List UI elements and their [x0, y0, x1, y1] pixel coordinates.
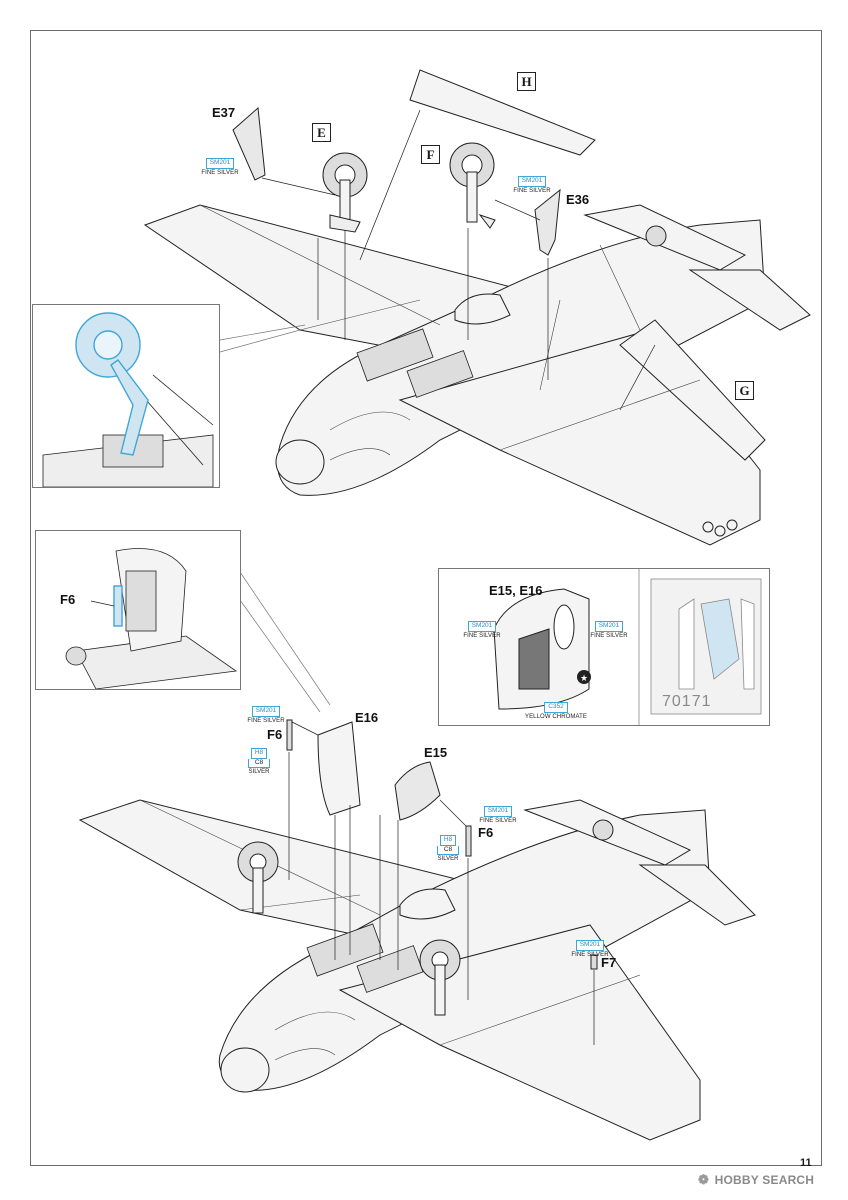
top-gear-e-left	[322, 152, 368, 233]
mask-sheet	[650, 578, 762, 715]
paint-name: FINE SILVER	[201, 169, 239, 176]
flap-part-g	[619, 319, 766, 461]
paint-callout-e36: SM201 FINE SILVER	[510, 170, 554, 194]
part-label-f6-right: F6	[478, 825, 494, 840]
paint-name: FINE SILVER	[463, 632, 501, 639]
mask-code: 70171	[662, 693, 712, 710]
svg-text:★: ★	[580, 674, 588, 684]
watermark-text: HOBBY SEARCH	[714, 1173, 815, 1187]
paint-code: SM201	[594, 621, 624, 632]
top-fuselage	[277, 219, 766, 496]
paint-callout-inset-left: SM201 FINE SILVER	[460, 615, 504, 639]
bottom-gear-left	[237, 841, 279, 914]
bottom-nose-intake	[220, 1047, 270, 1093]
paint-name-silver: SILVER	[248, 769, 270, 775]
gear-door-e36	[534, 188, 561, 256]
paint-name: FINE SILVER	[590, 632, 628, 639]
bottom-tail-wheel	[592, 819, 614, 841]
inset-strut-drawing	[65, 548, 238, 690]
part-label-e37: E37	[212, 105, 236, 120]
paint-callout-inset-right: SM201 FINE SILVER	[587, 615, 631, 639]
paint-code: SM201	[205, 158, 235, 169]
paint-callout-h8-right: H8 C8 SILVER	[437, 835, 459, 862]
inset-door-painting: ★	[438, 568, 770, 726]
part-label-f6-inset: F6	[60, 592, 76, 607]
inset-door-drawing: ★	[493, 569, 762, 725]
part-label-f7: F7	[601, 955, 617, 970]
paint-callout-e15: SM201 FINE SILVER	[476, 800, 520, 824]
watermark: ❁ HOBBY SEARCH	[698, 1172, 814, 1188]
paint-name: FINE SILVER	[513, 187, 551, 194]
bottom-gear-right	[419, 939, 461, 1016]
flap-part-h	[409, 69, 596, 156]
paint-name: FINE SILVER	[247, 717, 285, 724]
bottom-tailplane-lower	[638, 864, 756, 926]
paint-callout-c352: C352 YELLOW CHROMATE	[518, 696, 594, 720]
paint-code: SM201	[467, 621, 497, 632]
paint-callout-h8-left: H8 C8 SILVER	[248, 748, 270, 775]
paint-name: YELLOW CHROMATE	[524, 713, 588, 720]
strut-f6-right	[465, 825, 472, 857]
paint-callout-e37: SM201 FINE SILVER	[198, 152, 242, 176]
inset-gear-closeup-top	[32, 304, 220, 488]
part-label-e16: E16	[355, 710, 379, 725]
inset-strut-closeup	[35, 530, 241, 690]
paint-code-h8: H8	[439, 835, 457, 846]
sprue-box-e: E	[312, 123, 331, 142]
paint-code: SM201	[483, 806, 513, 817]
gear-door-e16	[317, 721, 361, 816]
paint-code: SM201	[251, 706, 281, 717]
paint-code: SM201	[517, 176, 547, 187]
inset-gear-drawing	[42, 312, 214, 488]
sprue-box-h: H	[517, 72, 536, 91]
paint-callout-f6-left: SM201 FINE SILVER	[244, 700, 288, 724]
top-tailplane-lower	[688, 269, 811, 331]
paint-callout-f7: SM201 FINE SILVER	[568, 934, 612, 958]
watermark-logo-icon: ❁	[698, 1172, 710, 1187]
strut-f7	[590, 954, 598, 970]
paint-name-silver: SILVER	[437, 856, 459, 862]
top-gear-f-right	[449, 142, 496, 229]
gear-door-e15	[394, 761, 441, 821]
gear-door-e37	[232, 106, 266, 181]
top-tail-wheel	[645, 225, 667, 247]
sprue-box-g: G	[735, 381, 754, 400]
paint-name: FINE SILVER	[479, 817, 517, 824]
paint-code-c8: C8	[248, 758, 270, 768]
part-label-e15-e16: E15, E16	[489, 583, 543, 598]
top-nose-intake	[275, 439, 325, 485]
part-label-e15: E15	[424, 745, 448, 760]
page-frame	[30, 30, 822, 1166]
strut-f6-left	[286, 719, 293, 751]
page-number: 11	[800, 1157, 812, 1169]
sprue-box-f: F	[421, 145, 440, 164]
bottom-intake-scoop	[399, 888, 456, 920]
part-label-e36: E36	[566, 192, 590, 207]
paint-code: C352	[544, 702, 568, 713]
paint-code-h8: H8	[250, 748, 268, 759]
part-label-f6-left: F6	[267, 727, 283, 742]
paint-name: FINE SILVER	[571, 951, 609, 958]
paint-code-c8: C8	[437, 845, 459, 855]
top-intake-scoop	[454, 293, 511, 325]
paint-code: SM201	[575, 940, 605, 951]
